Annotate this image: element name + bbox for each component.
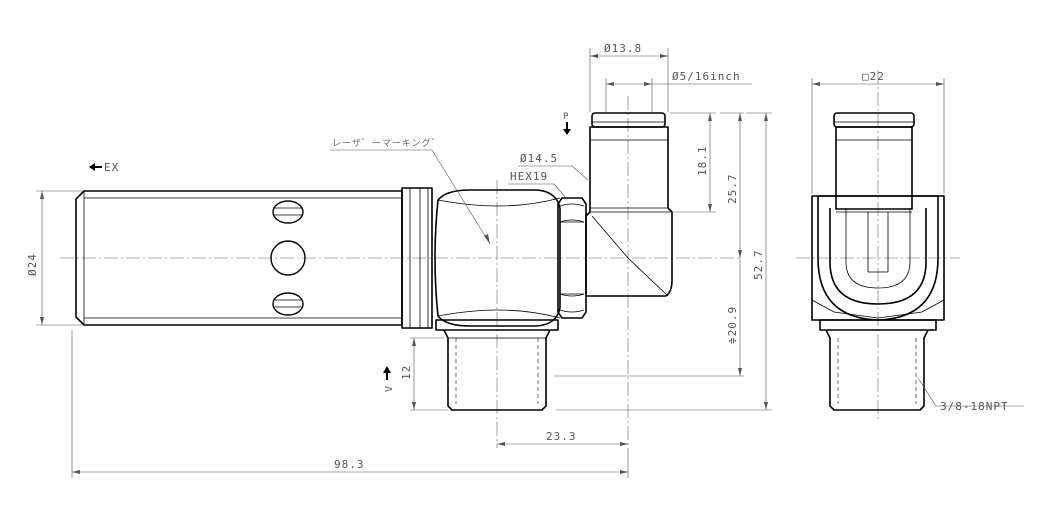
dimension-labels: Ø13.8 Ø5/16inch □22 Ø14.5 HEX19 Ø24 18.1… (26, 42, 1009, 471)
dim-12: 12 (400, 365, 413, 380)
port-p-label: P (563, 112, 569, 122)
laser-marking-label: レーザ゛ーマーキング゛ (332, 137, 442, 149)
exhaust-hole-center (270, 240, 306, 276)
annotation-labels: レーザ゛ーマーキング゛ P EX V (104, 112, 569, 392)
dim-18-1: 18.1 (696, 146, 709, 177)
port-ex-label: EX (104, 161, 119, 174)
port-ex-arrow (89, 163, 102, 171)
dim-d5-16inch: Ø5/16inch (672, 70, 741, 83)
banjo-body (434, 189, 561, 327)
dim-98-3: 98.3 (334, 458, 365, 471)
center-lines (60, 70, 960, 448)
dim-52-7: 52.7 (752, 250, 765, 281)
exhaust-slot-top (272, 200, 304, 224)
dim-20-9: ≑20.9 (726, 306, 739, 344)
elbow-fitting (585, 112, 673, 297)
port-v-arrow (383, 366, 391, 380)
port-arrows (89, 122, 571, 380)
dimension-arrowheads (40, 54, 944, 474)
dim-hex19: HEX19 (510, 170, 548, 183)
port-v-label: V (384, 385, 395, 392)
silencer-body (75, 187, 433, 329)
exhaust-slot-bottom (272, 292, 304, 316)
dim-23-3: 23.3 (546, 430, 577, 443)
dim-25-7: 25.7 (726, 174, 739, 205)
port-p-arrow (563, 122, 571, 135)
dim-d13-8: Ø13.8 (604, 42, 642, 55)
dim-sq22: □22 (862, 70, 885, 83)
dim-d14-5: Ø14.5 (520, 152, 558, 165)
dim-thread-npt: 3/8-18NPT (940, 400, 1009, 413)
side-view (811, 112, 945, 411)
dim-d24: Ø24 (26, 253, 39, 276)
hex-nut (557, 197, 587, 319)
threaded-stem-front (435, 319, 559, 411)
